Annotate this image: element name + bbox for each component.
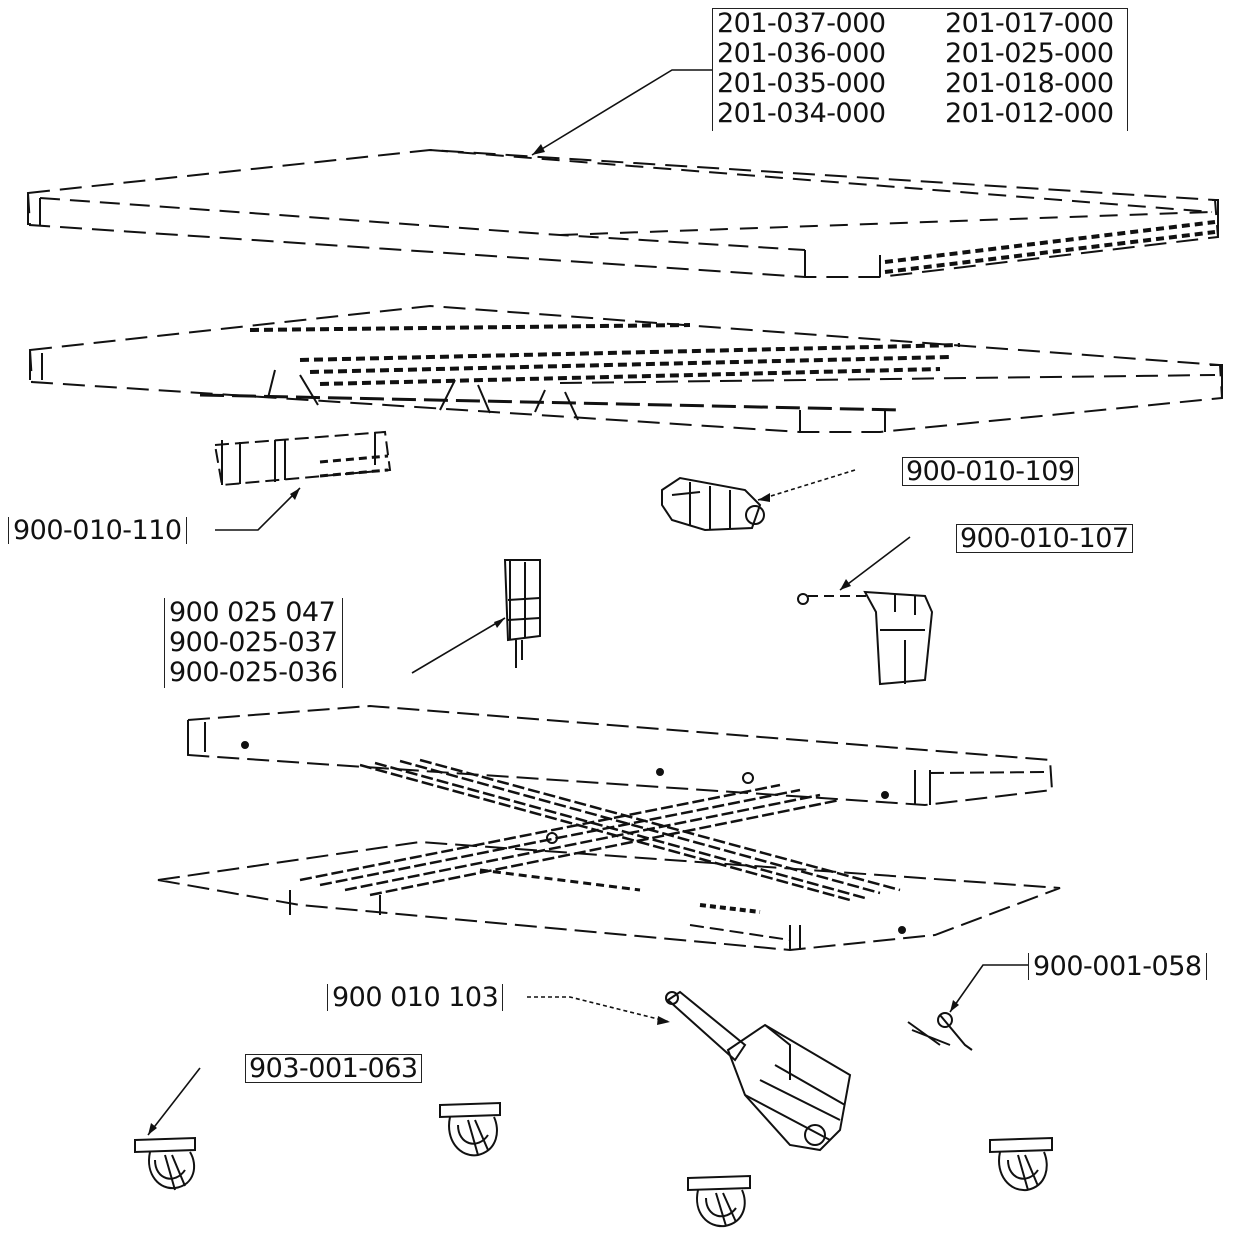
motor-a-part (661, 476, 765, 532)
slatted-deck-panel (28, 304, 1224, 433)
top-table-col1: 201-037-000 201-036-000 201-035-000 201-… (717, 9, 886, 129)
arrow-heads (148, 144, 959, 1135)
caster-wheel-2 (439, 1101, 501, 1157)
part-number: 201-036-000 (717, 38, 886, 69)
linear-actuator-part (665, 990, 852, 1152)
caster-wheel-4 (989, 1136, 1053, 1192)
scissor-lift-frame (157, 704, 1061, 952)
control-box-part (503, 559, 541, 668)
pin-part (907, 1012, 973, 1051)
top-part-number-table: 201-037-000 201-036-000 201-035-000 201-… (712, 8, 1128, 131)
caster-label: 903-001-063 (245, 1054, 422, 1083)
part-number: 201-012-000 (945, 98, 1114, 129)
part-number: 201-035-000 (717, 68, 886, 99)
actuator-label: 900 010 103 (327, 984, 504, 1011)
part-number: 900-025-036 (169, 657, 338, 688)
caster-wheel-3 (687, 1174, 751, 1228)
caster-wheel-1 (134, 1136, 196, 1191)
leader-lines (147, 69, 1028, 1136)
part-number: 201-034-000 (717, 98, 886, 129)
lift-motor-label-group: 900 025 047 900-025-037 900-025-036 (164, 598, 343, 688)
bracket-part (213, 430, 392, 487)
part-number: 201-037-000 (717, 8, 886, 39)
part-number: 201-018-000 (945, 68, 1114, 99)
bracket-label: 900-010-110 (8, 517, 187, 544)
top-table-col2: 201-017-000 201-025-000 201-018-000 201-… (945, 9, 1114, 129)
part-number: 900-025-037 (169, 627, 338, 658)
motor-a-label: 900-010-109 (902, 457, 1079, 486)
pin-label: 900-001-058 (1028, 953, 1207, 980)
part-number: 201-025-000 (945, 38, 1114, 69)
top-deck-panel (26, 148, 1220, 278)
motor-b-part (797, 590, 934, 686)
part-number: 201-017-000 (945, 8, 1114, 39)
part-number: 900 025 047 (169, 597, 336, 628)
motor-b-label: 900-010-107 (956, 524, 1133, 553)
